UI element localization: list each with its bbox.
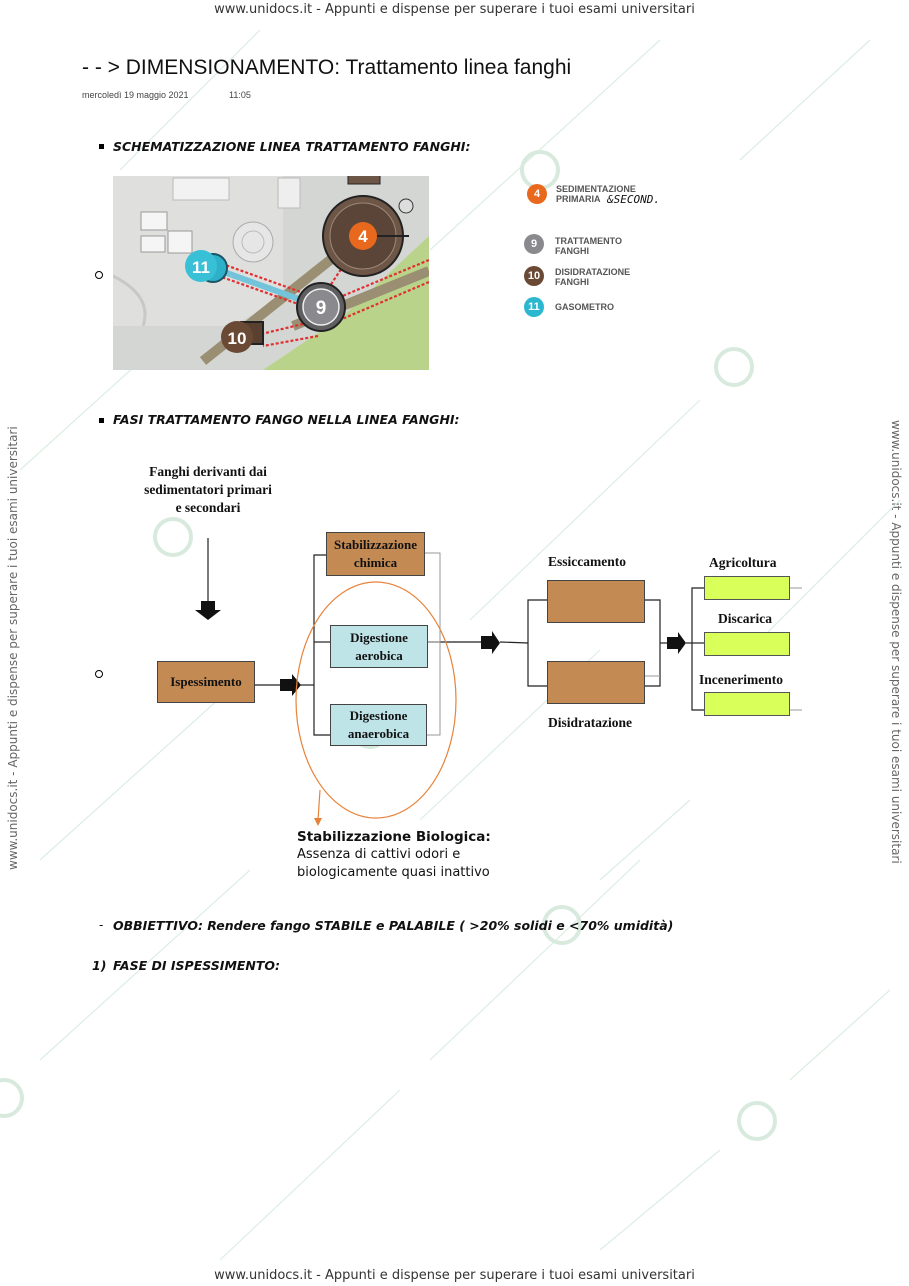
plant-map: 4 11 9 10 (113, 176, 429, 370)
square-bullet (99, 418, 104, 423)
phase1-number: 1) (92, 958, 107, 973)
legend-label-11: GASOMETRO (555, 302, 615, 312)
map-node-9: 9 (316, 298, 327, 319)
page-time: 11:05 (229, 90, 251, 100)
phase1-heading: FASE DI ISPESSIMENTO: (113, 958, 281, 973)
objective-text: OBBIETTIVO: Rendere fango STABILE e PALA… (113, 918, 674, 933)
box-stab-chimica: Stabilizzazione chimica (326, 532, 425, 576)
watermark-bottom: www.unidocs.it - Appunti e dispense per … (214, 1268, 695, 1283)
label-incenerimento: Incenerimento (699, 672, 783, 687)
square-bullet (99, 144, 104, 149)
box-essiccamento (547, 580, 645, 623)
circle-bullet (95, 670, 103, 678)
box-disidratazione (547, 661, 645, 704)
box-ispessimento: Ispessimento (157, 661, 255, 703)
box-agricoltura (704, 576, 790, 600)
page-date: mercoledì 19 maggio 2021 (82, 90, 189, 100)
box-dig-anaerobica: Digestione anaerobica (330, 704, 427, 746)
objective-dash: - (99, 918, 104, 932)
input-label: Fanghi derivanti dai sedimentatori prima… (144, 464, 272, 515)
section-heading-schema: SCHEMATIZZAZIONE LINEA TRATTAMENTO FANGH… (113, 139, 471, 154)
box-incenerimento (704, 692, 790, 716)
section-heading-fasi: FASI TRATTAMENTO FANGO NELLA LINEA FANGH… (113, 412, 460, 427)
legend-label-10: DISIDRATAZIONE FANGHI (555, 267, 631, 287)
stab-bio-line1: Assenza di cattivi odori e (297, 847, 461, 862)
map-node-11: 11 (192, 258, 210, 277)
circle-bullet (95, 271, 103, 279)
label-discarica: Discarica (718, 611, 772, 626)
handwritten-note: &SECOND. (607, 193, 660, 206)
label-essiccamento: Essiccamento (548, 554, 626, 569)
label-agricoltura: Agricoltura (709, 555, 777, 570)
map-node-4: 4 (358, 227, 368, 246)
legend-dot-10: 10 (524, 266, 544, 286)
legend-dot-4: 4 (527, 184, 547, 204)
watermark-top: www.unidocs.it - Appunti e dispense per … (214, 2, 695, 17)
label-disidratazione: Disidratazione (548, 715, 632, 730)
box-discarica (704, 632, 790, 656)
box-dig-aerobica: Digestione aerobica (330, 625, 428, 668)
map-node-10: 10 (228, 329, 247, 348)
stab-bio-line2: biologicamente quasi inattivo (297, 865, 490, 880)
legend-label-4: SEDIMENTAZIONE PRIMARIA (556, 184, 636, 204)
legend-label-9: TRATTAMENTO FANGHI (555, 236, 622, 256)
legend-dot-11: 11 (524, 297, 544, 317)
stab-bio-title: Stabilizzazione Biologica: (297, 829, 491, 845)
legend-dot-9: 9 (524, 234, 544, 254)
page-title: - - > DIMENSIONAMENTO: Trattamento linea… (82, 56, 572, 79)
